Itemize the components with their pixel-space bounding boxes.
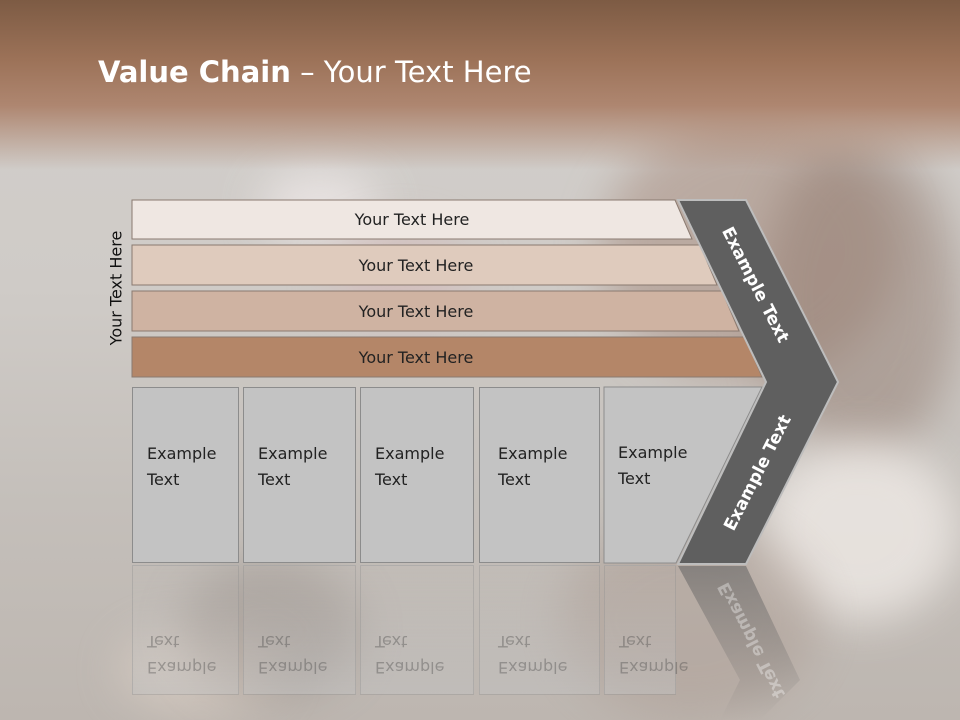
bar-1-label: Your Text Here [354,210,470,229]
bar-3-label: Your Text Here [358,301,474,321]
activity-column-3: Example Text [360,387,474,563]
activity-column-4: Example Text [479,387,600,563]
column-reflection-5: Example Text [604,565,689,695]
column-2-line1: Example [258,444,328,463]
column-5-line1: Example [618,443,688,462]
reflection-3-line2: Text [375,632,408,651]
slide-title: Value Chain – Your Text Here [98,55,532,89]
reflection-1-line2: Text [147,632,180,651]
column-1-line2: Text [147,470,180,489]
activity-column-5: Example Text [604,387,724,563]
reflection-4-line2: Text [498,632,531,651]
reflection-4-line1: Example [498,658,568,677]
header-band [0,0,960,170]
column-reflection-2: Example Text [243,565,356,695]
bar-2-label: Your Text Here [358,255,474,275]
column-2-line2: Text [258,470,291,489]
column-4-line1: Example [498,444,568,463]
column-1-line1: Example [147,444,217,463]
side-label: Your Text Here [106,230,126,346]
column-5-line2: Text [618,469,651,488]
reflection-3-line1: Example [375,658,445,677]
reflection-5-line1: Example [619,658,689,677]
title-bold: Value Chain [98,55,291,89]
column-4-line2: Text [498,470,531,489]
reflection-2-line1: Example [258,658,328,677]
reflection-1-line1: Example [147,658,217,677]
column-reflection-4: Example Text [479,565,600,695]
column-reflection-3: Example Text [360,565,474,695]
column-reflection-1: Example Text [132,565,239,695]
title-rest: – Your Text Here [290,55,532,89]
activity-column-1: Example Text [132,387,239,563]
column-3-line1: Example [375,444,445,463]
reflection-5-line2: Text [619,632,652,651]
activity-column-2: Example Text [243,387,356,563]
bar-4-label: Your Text Here [358,347,474,367]
reflection-2-line2: Text [258,632,291,651]
column-3-line2: Text [375,470,408,489]
